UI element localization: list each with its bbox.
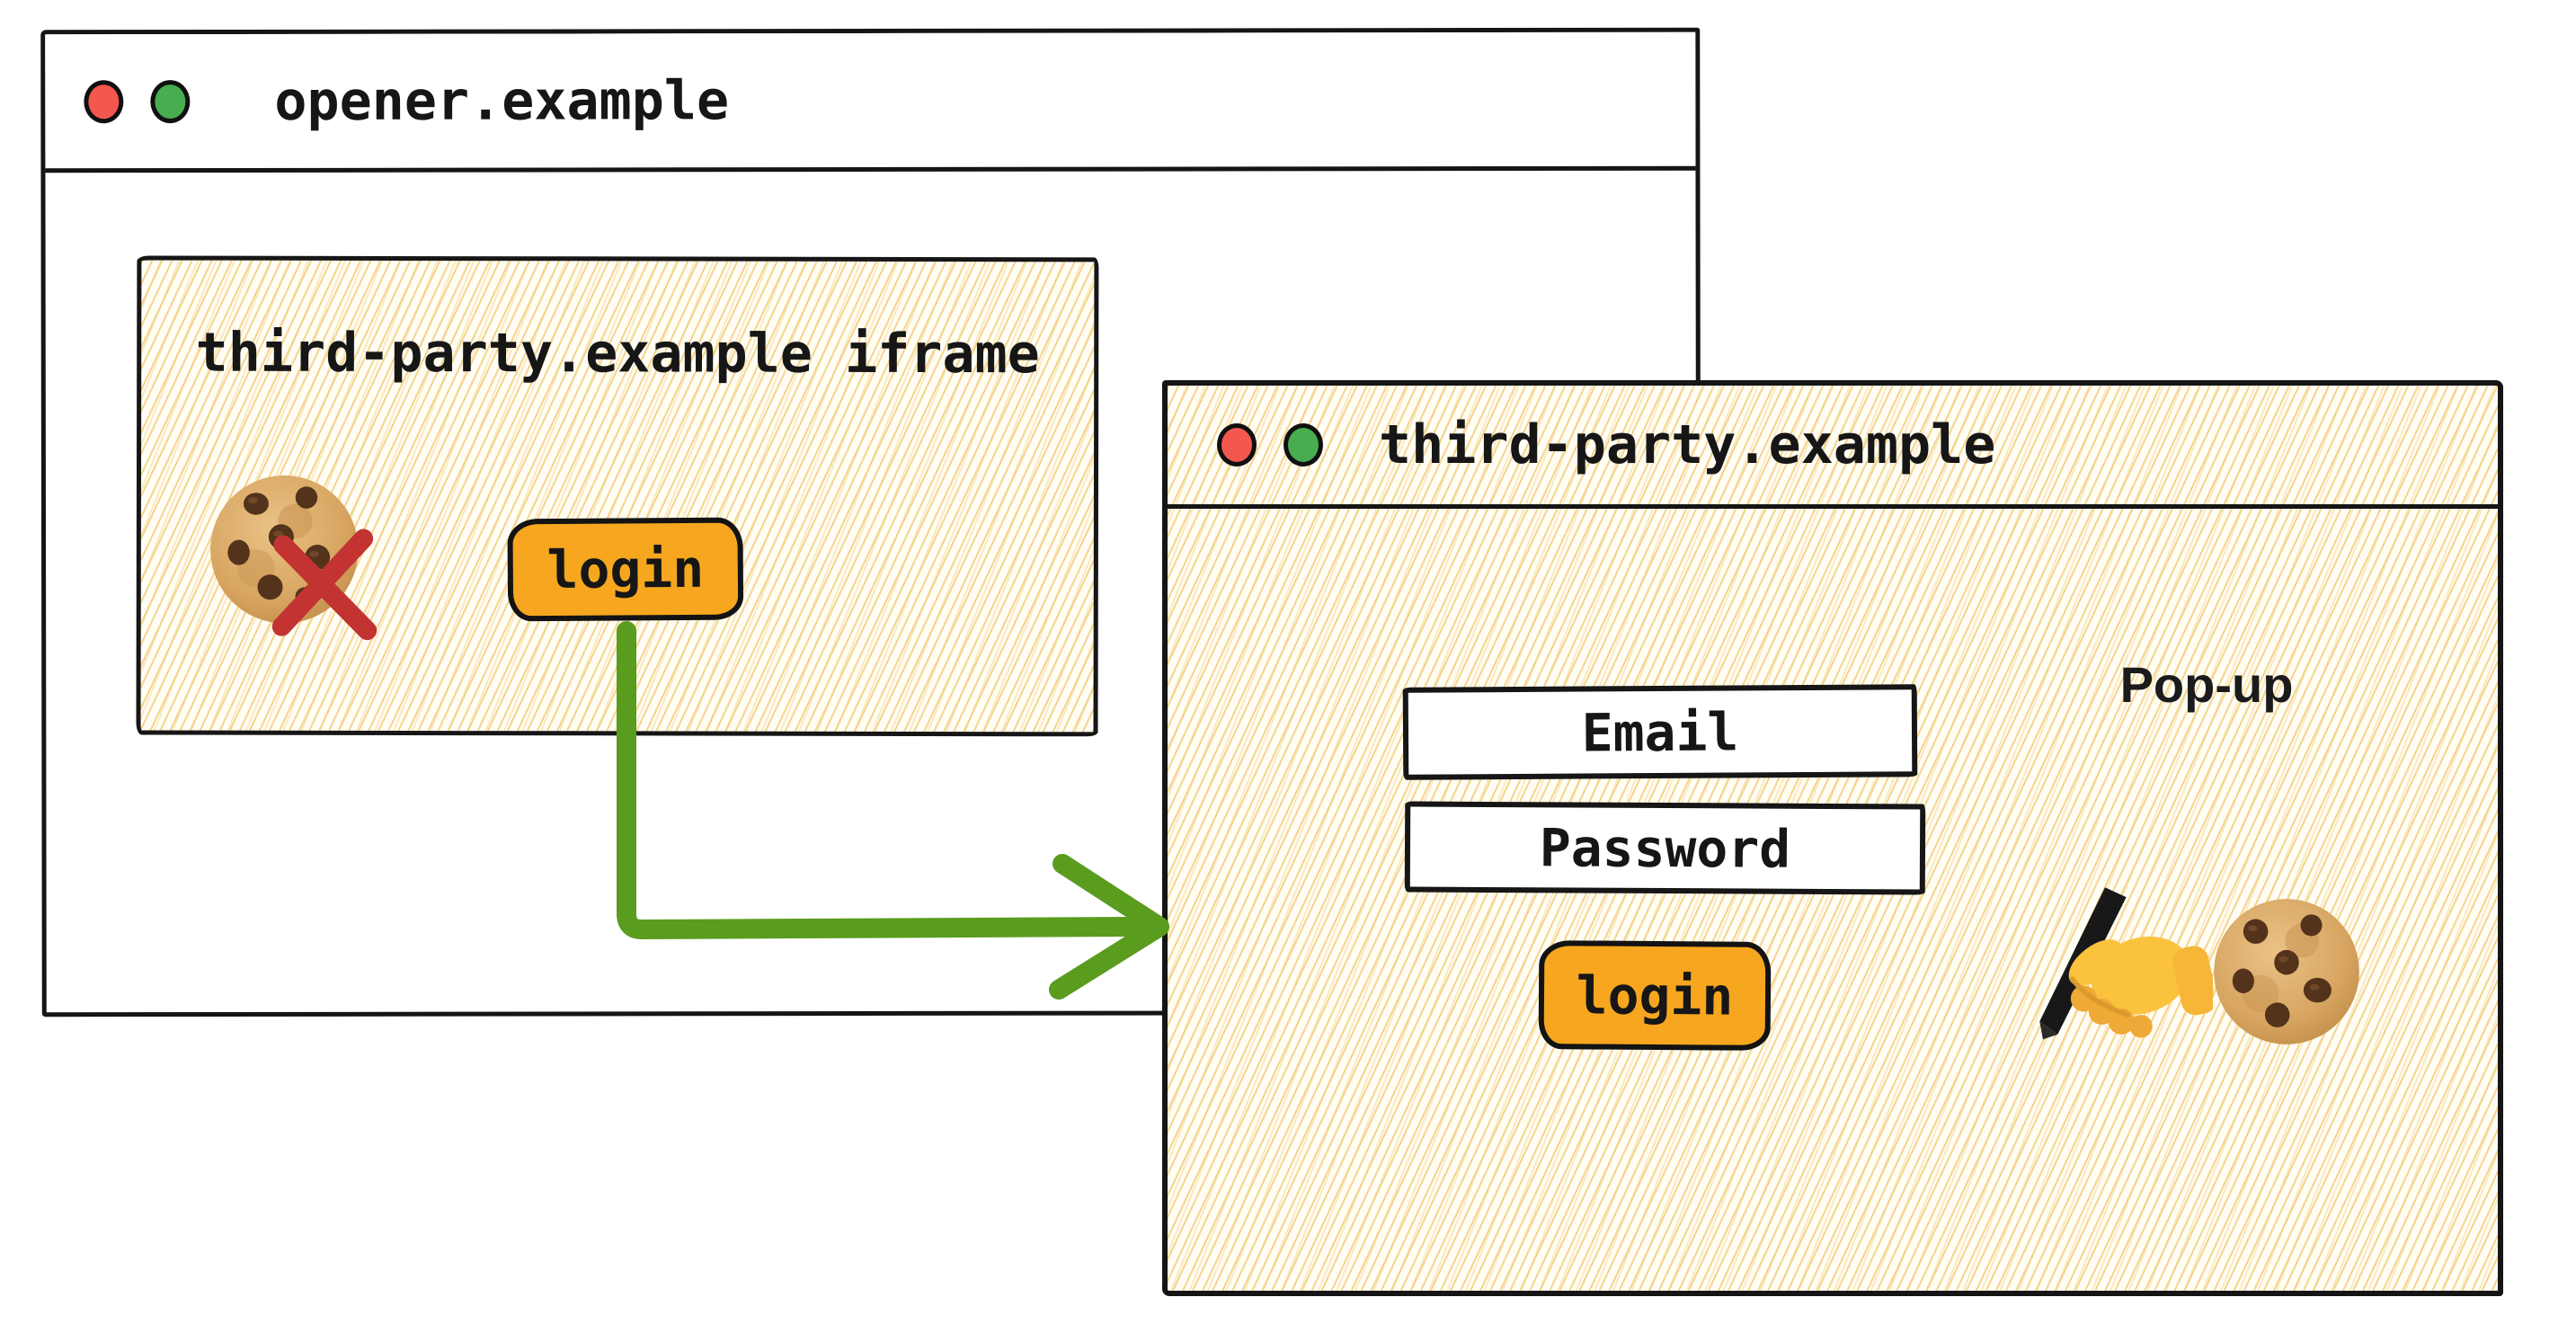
iframe-login-button[interactable]: login [507,517,744,622]
iframe-label: third-party.example iframe [195,321,1040,387]
popup-window: third-party.example Email Password login… [1162,380,2503,1296]
traffic-light-red-icon[interactable] [1217,423,1257,467]
traffic-light-green-icon[interactable] [150,79,191,123]
popup-annotation: Pop-up [2119,656,2294,713]
cookie-icon [2214,899,2359,1044]
third-party-iframe: third-party.example iframe [136,255,1099,737]
writing-hand-icon [2039,887,2213,1040]
blocked-cross-icon [271,529,378,641]
traffic-light-red-icon[interactable] [84,79,124,123]
popup-window-title: third-party.example [1379,413,1996,476]
popup-titlebar: third-party.example [1168,386,2498,509]
opener-window: opener.example third-party.example ifram… [40,27,1701,1017]
password-field[interactable]: Password [1404,801,1926,895]
opener-titlebar: opener.example [45,31,1696,173]
traffic-light-green-icon[interactable] [1284,423,1323,467]
popup-login-button[interactable]: login [1538,940,1772,1051]
blocked-cookie [206,471,378,641]
email-field[interactable]: Email [1402,684,1918,780]
opener-window-title: opener.example [274,68,730,133]
